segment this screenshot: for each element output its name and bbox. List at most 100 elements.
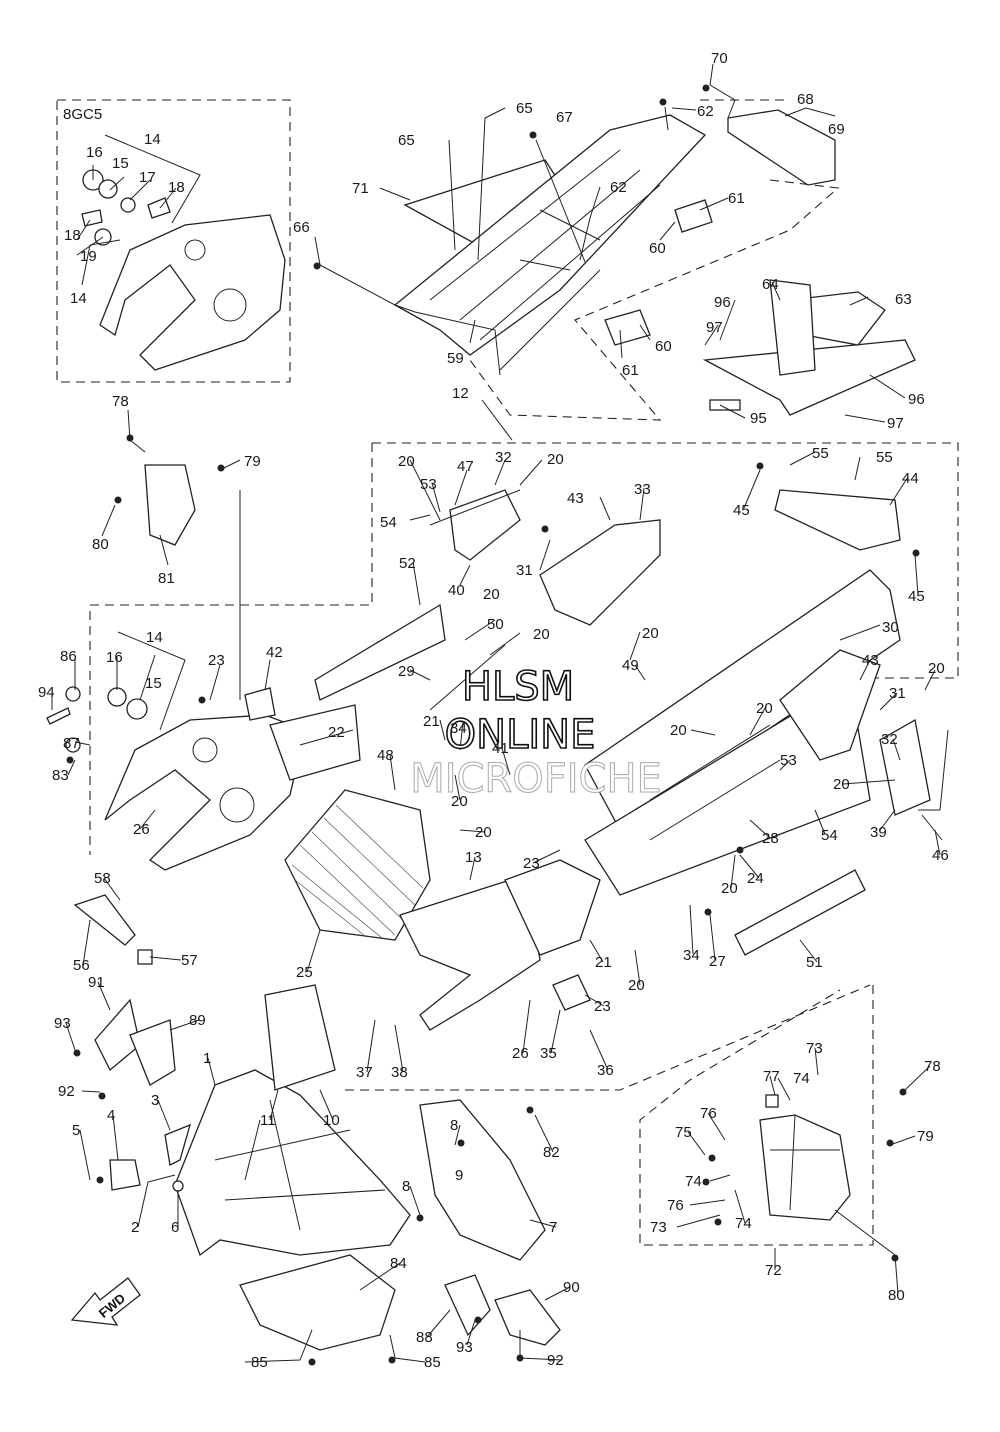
callout: 79 xyxy=(244,453,261,470)
bracket-64 xyxy=(769,279,816,376)
callout: 43 xyxy=(862,652,879,669)
callout: 23 xyxy=(208,652,225,669)
callout: 57 xyxy=(181,952,198,969)
callout: 79 xyxy=(917,1128,934,1145)
rear-frame xyxy=(393,109,916,416)
callout: 31 xyxy=(889,685,906,702)
callout: 15 xyxy=(112,155,129,172)
callout: 26 xyxy=(133,821,150,838)
callout: 30 xyxy=(882,619,899,636)
callout: 91 xyxy=(88,974,105,991)
callout: 74 xyxy=(735,1215,752,1232)
oil-tank-72 xyxy=(759,1114,851,1221)
callout: 77 xyxy=(763,1068,780,1085)
callout: 20 xyxy=(928,660,945,677)
group-box-rear xyxy=(469,179,840,421)
callout: 93 xyxy=(456,1339,473,1356)
callout: 87 xyxy=(63,735,80,752)
brace-23 xyxy=(504,859,601,956)
group-box-main-left xyxy=(89,443,373,855)
callout: 14 xyxy=(146,629,163,646)
callout: 20 xyxy=(451,793,468,810)
plate-39 xyxy=(879,718,931,816)
clip-35 xyxy=(552,974,591,1011)
callout: 49 xyxy=(622,657,639,674)
watermark-line2: ONLINE xyxy=(445,712,596,758)
bumper-96 xyxy=(702,339,916,416)
fwd-arrow-icon xyxy=(70,1277,141,1326)
callout: 54 xyxy=(380,514,397,531)
pad-95 xyxy=(709,399,741,411)
callout: 66 xyxy=(293,219,310,236)
callout: 17 xyxy=(139,169,156,186)
bearing-15b xyxy=(126,698,148,720)
collar-87 xyxy=(65,737,81,753)
collar-86 xyxy=(65,686,81,702)
seal-16b xyxy=(107,687,127,707)
callout: 34 xyxy=(683,947,700,964)
callout: 41 xyxy=(492,740,509,757)
callout: 33 xyxy=(634,481,651,498)
callout: 84 xyxy=(390,1255,407,1272)
callout: 20 xyxy=(628,977,645,994)
callout: 61 xyxy=(622,362,639,379)
link-3 xyxy=(164,1123,191,1166)
lower-frame xyxy=(94,984,561,1351)
plate-40 xyxy=(449,489,521,561)
callout: 21 xyxy=(423,713,440,730)
watermark-line1: HLSM xyxy=(462,664,574,710)
front-frame-mid xyxy=(73,859,601,1031)
tunnel-side xyxy=(584,678,871,896)
callout: 3 xyxy=(151,1092,159,1109)
callout: 65 xyxy=(516,100,533,117)
callout: 53 xyxy=(780,752,797,769)
callout: 23 xyxy=(594,998,611,1015)
callout: 80 xyxy=(888,1287,905,1304)
callout: 64 xyxy=(762,276,779,293)
callout: 89 xyxy=(189,1012,206,1029)
nut-57 xyxy=(137,949,153,965)
callout: 67 xyxy=(556,109,573,126)
callout: 34 xyxy=(450,720,467,737)
callout: 65 xyxy=(398,132,415,149)
callout: 26 xyxy=(512,1045,529,1062)
callout: 20 xyxy=(756,700,773,717)
callout: 37 xyxy=(356,1064,373,1081)
bearing-15 xyxy=(98,179,118,199)
callout: 20 xyxy=(642,625,659,642)
callout: 73 xyxy=(806,1040,823,1057)
group-box-8gc5 xyxy=(56,99,291,383)
callout: 59 xyxy=(447,350,464,367)
forward-arrow: FWD xyxy=(70,1277,141,1326)
callout: 32 xyxy=(495,449,512,466)
cover-90 xyxy=(494,1289,561,1346)
callout: 88 xyxy=(416,1329,433,1346)
callout: 4 xyxy=(107,1107,115,1124)
bracket-56 xyxy=(73,894,136,946)
callout: 85 xyxy=(251,1354,268,1371)
callout: 20 xyxy=(721,880,738,897)
callouts: 70 68 69 62 65 67 65 71 62 61 60 66 64 6… xyxy=(38,50,949,1371)
group-label-8gc5: 8GC5 xyxy=(63,106,102,123)
callout: 12 xyxy=(452,385,469,402)
tunnel-assembly xyxy=(314,489,949,956)
callout: 22 xyxy=(328,724,345,741)
callout: 43 xyxy=(567,490,584,507)
callout: 29 xyxy=(398,663,415,680)
front-frame-1 xyxy=(174,1069,411,1257)
callout: 97 xyxy=(887,415,904,432)
callout: 21 xyxy=(595,954,612,971)
callout: 20 xyxy=(475,824,492,841)
callout: 83 xyxy=(52,767,69,784)
callout: 96 xyxy=(714,294,731,311)
bracket-4 xyxy=(109,1159,141,1191)
bracket-61-upper xyxy=(674,199,713,233)
callout: 16 xyxy=(106,649,123,666)
oil-tank xyxy=(759,1094,851,1221)
callout: 86 xyxy=(60,648,77,665)
callout: 14 xyxy=(144,131,161,148)
callout: 55 xyxy=(876,449,893,466)
callout: 2 xyxy=(131,1219,139,1236)
panel-52 xyxy=(314,603,446,701)
